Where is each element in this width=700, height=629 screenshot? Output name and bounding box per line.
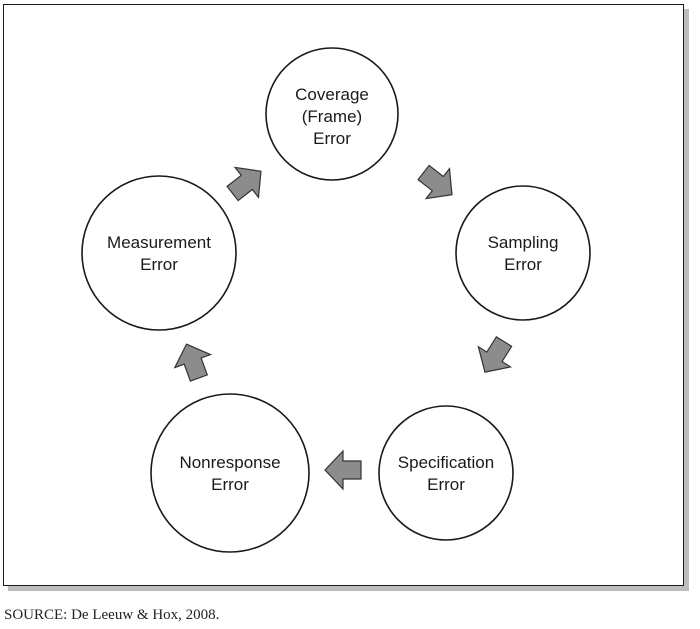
error-cycle-diagram: Coverage (Frame) Error Sampling Error Sp…	[81, 47, 591, 553]
arrow-sampling-to-specification-icon	[477, 335, 513, 373]
coverage-label-line-1: Coverage	[295, 85, 369, 104]
arrow-nonresponse-to-measurement-icon	[173, 343, 213, 382]
node-specification-error: Specification Error	[378, 405, 514, 541]
node-coverage-error: Coverage (Frame) Error	[265, 47, 399, 181]
nonresponse-circle	[150, 393, 310, 553]
sampling-label-line-2: Error	[504, 255, 542, 274]
arrow-specification-to-nonresponse-icon	[324, 449, 362, 491]
specification-label-line-1: Specification	[398, 453, 494, 472]
coverage-label-line-2: (Frame)	[302, 107, 362, 126]
measurement-label-line-2: Error	[140, 255, 178, 274]
arrow-measurement-to-coverage-icon	[226, 166, 262, 202]
specification-label-line-2: Error	[427, 475, 465, 494]
nonresponse-label-line-1: Nonresponse	[179, 453, 280, 472]
node-nonresponse-error: Nonresponse Error	[150, 393, 310, 553]
sampling-circle	[455, 185, 591, 321]
sampling-label-line-1: Sampling	[488, 233, 559, 252]
coverage-label-line-3: Error	[313, 129, 351, 148]
nonresponse-label-line-2: Error	[211, 475, 249, 494]
measurement-label-line-1: Measurement	[107, 233, 211, 252]
source-caption: SOURCE: De Leeuw & Hox, 2008.	[4, 607, 220, 623]
specification-circle	[378, 405, 514, 541]
node-sampling-error: Sampling Error	[455, 185, 591, 321]
node-measurement-error: Measurement Error	[81, 175, 237, 331]
measurement-circle	[81, 175, 237, 331]
coverage-circle	[265, 47, 399, 181]
arrow-coverage-to-sampling-icon	[417, 164, 453, 200]
